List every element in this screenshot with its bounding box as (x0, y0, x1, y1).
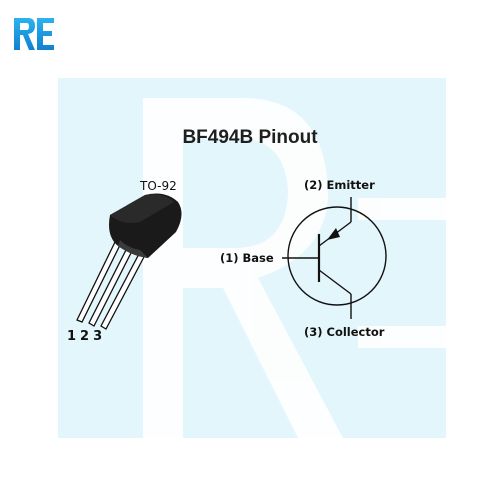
package-name-label: TO-92 (140, 179, 177, 193)
pin-number-2: 2 (80, 329, 90, 344)
collector-label: (3) Collector (304, 325, 385, 339)
emitter-label: (2) Emitter (304, 178, 375, 192)
emitter-arrow-icon (327, 228, 340, 240)
npn-transistor-symbol (282, 197, 387, 319)
base-label: (1) Base (220, 251, 274, 265)
pin-number-3: 3 (93, 329, 103, 344)
collector-diagonal (318, 269, 352, 295)
page-title: BF494B Pinout (182, 127, 318, 148)
to92-package-icon (76, 193, 182, 330)
transistor-circle (287, 206, 387, 306)
pin-number-1: 1 (67, 329, 77, 344)
re-logo-icon (14, 18, 54, 50)
watermark (143, 98, 446, 438)
